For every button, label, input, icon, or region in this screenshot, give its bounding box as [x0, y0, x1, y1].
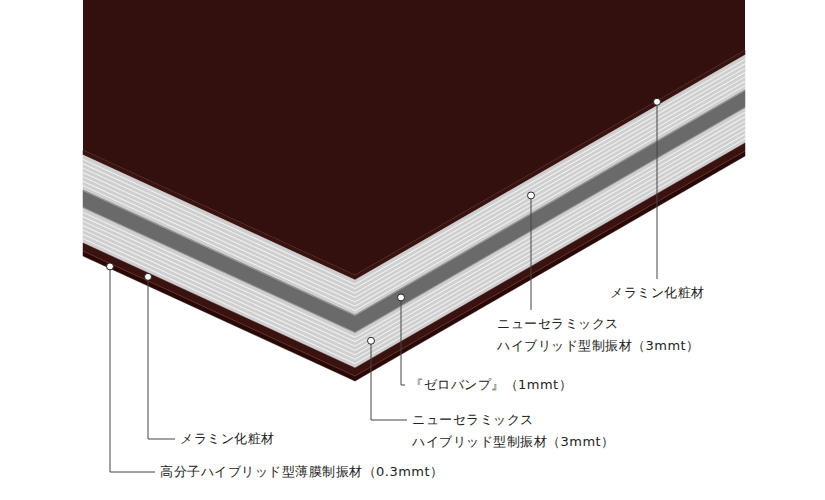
- top-face: [83, 0, 745, 275]
- part-label: メラミン化粧材: [180, 428, 275, 450]
- leader-line: [401, 297, 405, 385]
- callout-dot: [528, 192, 535, 199]
- callout-dot: [654, 98, 661, 105]
- callout-dot: [368, 337, 375, 344]
- part-label: 『ゼロバンプ』（1mmt）: [410, 374, 572, 396]
- part-label: メラミン化粧材: [610, 282, 705, 304]
- leader-line: [371, 341, 407, 420]
- leader-line: [657, 102, 658, 279]
- part-label: ニューセラミックス ハイブリッド型制振材（3mmt）: [497, 313, 737, 357]
- left-layer-face: [83, 243, 355, 376]
- leader-line: [110, 266, 155, 472]
- part-label: 高分子ハイブリッド型薄膜制振材（0.3mmt）: [160, 461, 444, 483]
- callout-dot: [107, 263, 114, 270]
- callout-dot: [145, 273, 152, 280]
- callout-dot: [398, 294, 405, 301]
- leader-line: [148, 277, 175, 439]
- leader-lines: [107, 98, 661, 472]
- part-label: ニューセラミックス ハイブリッド型制振材（3mmt）: [412, 409, 652, 453]
- leader-line: [531, 195, 532, 310]
